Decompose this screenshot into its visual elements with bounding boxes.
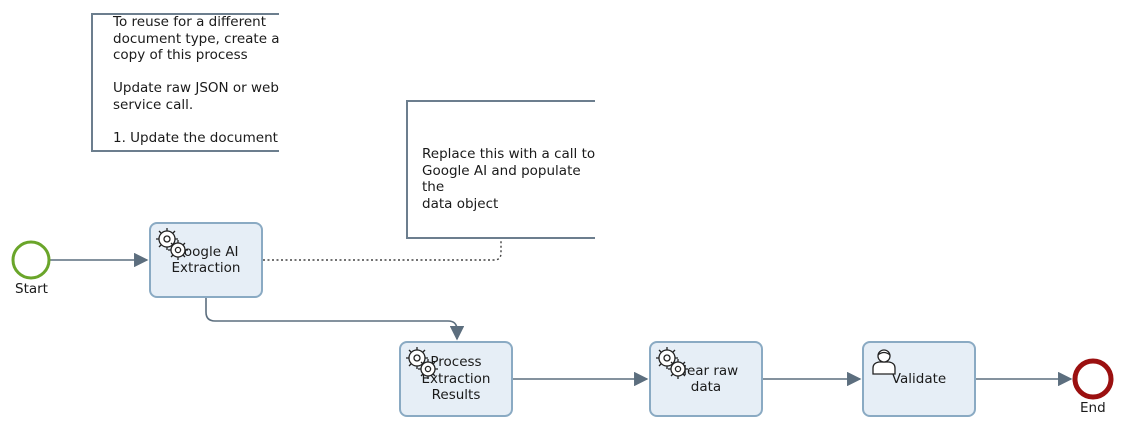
user-icon — [872, 349, 896, 375]
start-event-label: Start — [15, 281, 48, 297]
gears-icon — [406, 347, 438, 379]
annotation-text: To reuse for a different document type, … — [113, 14, 280, 146]
annotation-text: Replace this with a call to Google AI an… — [422, 146, 596, 212]
task-clear-raw-data[interactable]: Clear raw data — [649, 341, 763, 417]
annotation-bracket — [91, 13, 279, 152]
task-label: Validate — [891, 370, 947, 387]
end-event-label: End — [1080, 400, 1106, 416]
task-validate[interactable]: Validate — [862, 341, 976, 417]
gears-icon — [156, 228, 188, 260]
task-label: Clear raw data — [673, 362, 739, 396]
association-connector — [263, 240, 502, 261]
task-label: Process Extraction Results — [421, 354, 491, 404]
annotation-bracket — [406, 100, 595, 239]
end-event[interactable] — [1072, 358, 1114, 400]
start-event[interactable] — [11, 240, 51, 280]
task-process-extraction-results[interactable]: Process Extraction Results — [399, 341, 513, 417]
gears-icon — [656, 347, 688, 379]
task-label: Google AI Extraction — [171, 243, 241, 277]
task-google-ai-extraction[interactable]: Google AI Extraction — [149, 222, 263, 298]
sequence-flow — [205, 298, 465, 341]
